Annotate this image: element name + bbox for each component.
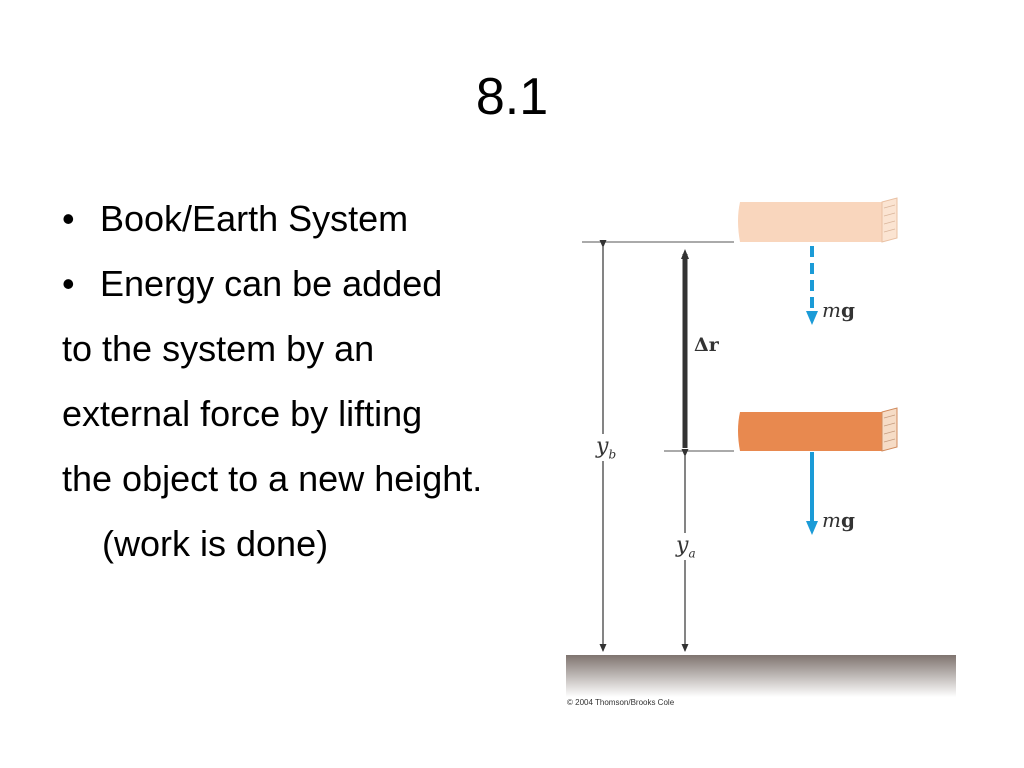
copyright-notice: © 2004 Thomson/Brooks Cole <box>567 698 675 707</box>
slide-title: 8.1 <box>475 68 549 126</box>
bullet-text: Book/Earth System <box>100 198 409 239</box>
note-line: (work is done) <box>102 523 329 564</box>
continuation-line: to the system by an <box>62 328 375 369</box>
delta-r-label: Δr <box>694 334 719 356</box>
ground <box>566 655 956 697</box>
bullet-item: • Book/Earth System <box>62 186 582 251</box>
bullet-marker: • <box>62 263 75 304</box>
bullet-text: Energy can be added <box>100 263 443 304</box>
continuation-line: external force by lifting <box>62 393 423 434</box>
bullet-item: • Energy can be added <box>62 251 582 316</box>
mg-top-label: mg <box>822 298 855 322</box>
book-top <box>738 197 898 243</box>
y-a-label: ya <box>674 533 698 561</box>
slide-body: • Book/Earth System • Energy can be adde… <box>62 186 582 576</box>
bullet-marker: • <box>62 198 75 239</box>
mg-bottom-label: mg <box>822 508 855 532</box>
book-bottom <box>738 407 898 452</box>
book-earth-figure: Δr yb ya mg mg © 2004 Thomson/Brooks Col… <box>560 190 960 720</box>
y-b-label: yb <box>594 434 619 462</box>
figure-drawing <box>566 197 956 697</box>
continuation-line: the object to a new height. <box>62 458 483 499</box>
